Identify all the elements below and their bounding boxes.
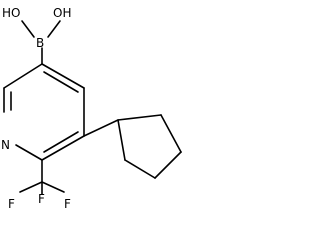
atom-label-boron: B [36,36,44,50]
bond-oh-boron [47,20,61,38]
atom-label-oh-right: OH [53,6,71,20]
bond-cp3-cp4 [154,151,182,179]
atom-label-f-top: F [38,192,45,206]
bond-cp2-cp3 [160,114,182,153]
bond-ho-boron [21,20,35,38]
double-bond-c5-c6 [43,131,79,153]
bond-c5-c6 [41,135,85,161]
bond-ring-cyclopentyl [83,119,119,137]
bonds [3,20,182,195]
bond-c6-n [15,144,43,161]
atom-label-f-right: F [64,197,71,211]
bond-cf3-f-right [41,181,65,193]
molecule-structure: HO OH B N F F F [1,6,182,211]
atom-labels: HO OH B N F F F [1,6,71,211]
double-bond-c3-c4 [43,71,79,93]
bond-c3-c4 [41,63,85,89]
atom-label-f-left: F [8,197,15,211]
atom-label-nitrogen: N [1,138,10,152]
bond-c2-c3 [3,63,43,89]
bond-cp4-cp5 [124,159,156,179]
bond-cp5-cp1 [117,119,126,161]
bond-cf3-f-left [19,181,43,193]
bond-cp1-cp2 [117,114,162,121]
atom-label-oh-left: HO [2,6,20,20]
